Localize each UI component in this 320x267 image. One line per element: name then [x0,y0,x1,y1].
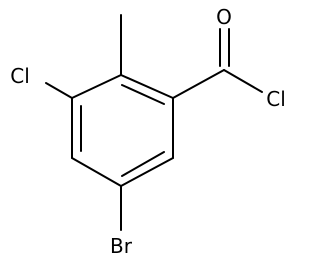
ring-double-bond-c1-c2 [121,84,165,105]
ring-chlorine-bond [45,82,73,99]
ring-bond-c2-c3 [71,74,122,99]
ring-bond-c5-c6 [120,157,174,187]
acyl-chlorine-atom-label: Cl [266,87,286,111]
ring-chlorine-atom-label: Cl [10,64,30,88]
bromine-atom-label: Br [110,234,133,258]
ring-bond-c1-c2 [120,74,174,99]
acyl-chloride-bond [223,69,263,93]
ring-bond-c4-c5 [71,157,122,187]
ring-double-bond-c5-c6 [121,151,165,177]
chemical-structure: O Cl Cl Br [10,5,286,258]
benzene-ring [71,74,174,187]
ring-to-carbonyl-bond [172,69,225,99]
oxygen-atom-label: O [216,5,232,29]
